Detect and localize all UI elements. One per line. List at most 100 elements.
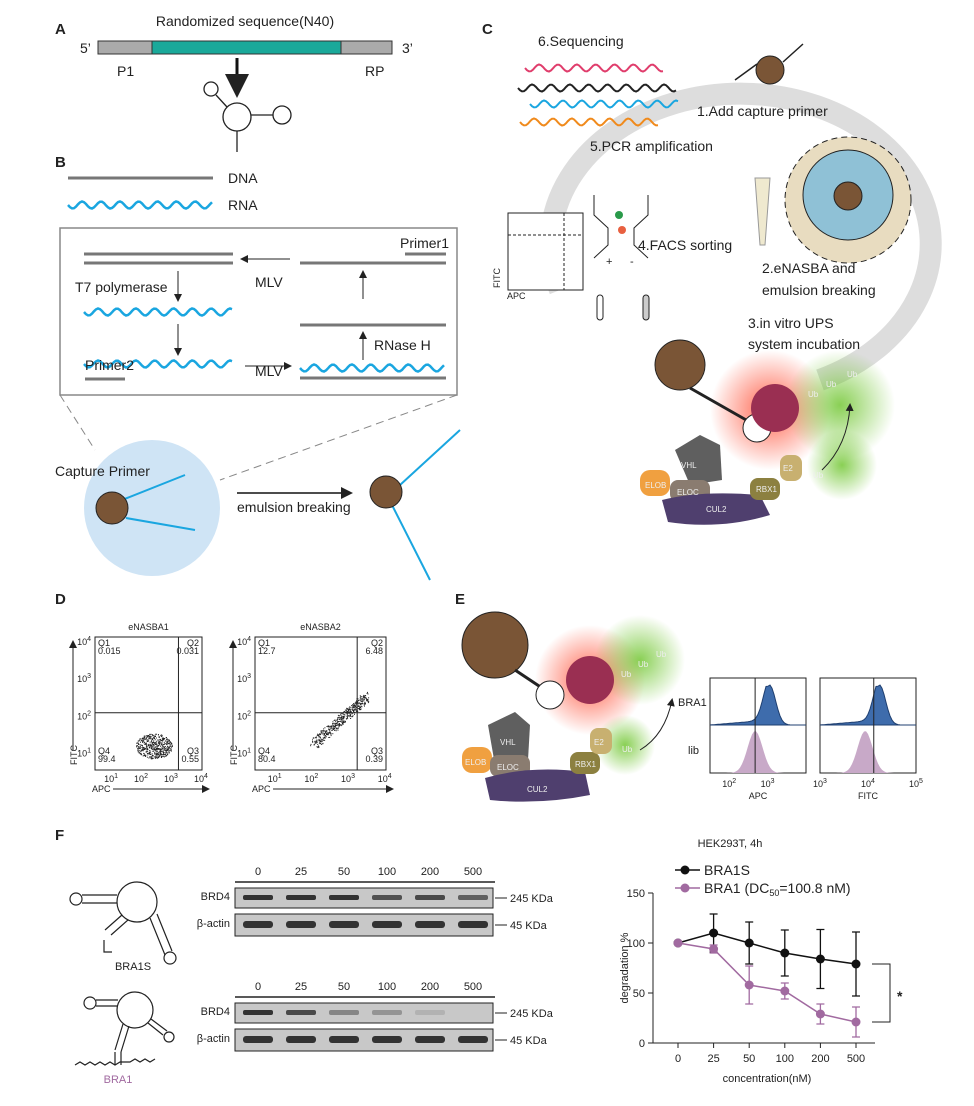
facs-event-dot <box>153 736 155 737</box>
facs-event-dot <box>143 742 145 744</box>
facs-event-dot <box>349 714 351 716</box>
facs-event-dot <box>362 700 364 702</box>
facs-event-dot <box>138 746 140 748</box>
facs-event-dot <box>344 714 346 716</box>
facs-event-dot <box>358 702 360 704</box>
facs-event-dot <box>337 721 339 723</box>
capture-primer-label: Capture Primer <box>55 463 150 479</box>
facs-event-dot <box>323 733 325 735</box>
facs-event-dot <box>162 739 164 741</box>
facs-event-dot <box>143 754 145 756</box>
facs-event-dot <box>336 720 338 722</box>
facs-event-dot <box>325 736 327 738</box>
fitc-axis-label: FITC <box>858 791 878 801</box>
facs-event-dot <box>319 733 321 735</box>
facs-event-dot <box>349 709 351 711</box>
facs-event-dot <box>365 697 367 699</box>
facs-event-dot <box>145 747 147 749</box>
brd4-band <box>243 1010 273 1015</box>
facs-event-dot <box>326 726 328 727</box>
facs-event-dot <box>356 707 358 709</box>
t7-polymerase-label: T7 polymerase <box>75 279 168 295</box>
facs-event-dot <box>348 712 350 714</box>
facs-event-dot <box>161 737 163 739</box>
panel-label-a: A <box>55 21 66 38</box>
facs-event-dot <box>353 703 355 705</box>
facs-event-dot <box>336 719 338 720</box>
facs-event-dot <box>367 698 369 700</box>
facs-event-dot <box>323 728 325 730</box>
facs-event-dot <box>154 738 156 739</box>
facs-event-dot <box>144 741 145 743</box>
tick-base: 10 <box>237 674 247 684</box>
x-tick-label: 101 <box>268 773 282 784</box>
facs-event-dot <box>155 741 157 743</box>
bead-icon <box>833 181 863 211</box>
facs-event-dot <box>343 721 345 723</box>
brd4-band <box>243 895 273 900</box>
facs-event-dot <box>330 733 332 735</box>
facs-event-dot <box>354 709 356 711</box>
sequence-read <box>524 63 664 73</box>
p1-segment <box>97 40 153 55</box>
facs-event-dot <box>151 758 153 760</box>
facs-event-dot <box>154 753 156 755</box>
facs-event-dot <box>320 738 322 740</box>
facs-event-dot <box>146 741 148 742</box>
actin-band <box>329 921 359 928</box>
facs-event-dot <box>333 722 335 724</box>
facs-event-dot <box>169 750 170 752</box>
facs-event-dot <box>144 748 146 750</box>
facs-event-dot <box>347 708 349 710</box>
facs-event-dot <box>148 737 150 739</box>
facs-event-dot <box>168 740 170 741</box>
facs-event-dot <box>167 747 169 749</box>
significance-marker: * <box>897 988 903 1004</box>
facs-event-dot <box>358 706 360 707</box>
facs-plot-title: eNASBA2 <box>300 622 341 632</box>
facs-event-dot <box>141 744 142 746</box>
facs-event-dot <box>346 707 348 709</box>
facs-event-dot <box>357 702 359 704</box>
rna-label: RNA <box>228 197 258 213</box>
zoom-dash-right <box>219 394 458 481</box>
facs-event-dot <box>360 705 362 707</box>
facs-event-dot <box>341 713 343 715</box>
facs-event-dot <box>140 749 142 751</box>
facs-event-dot <box>145 751 147 753</box>
facs-event-dot <box>166 742 167 744</box>
emulsion-breaking-label: emulsion breaking <box>237 499 351 515</box>
facs-event-dot <box>333 727 335 729</box>
x-tick-label: 0 <box>675 1053 681 1065</box>
data-point <box>709 944 719 954</box>
ub-label: Ub <box>826 380 837 389</box>
facs-event-dot <box>167 740 169 742</box>
facs-event-dot <box>150 735 152 737</box>
facs-event-dot <box>143 753 145 755</box>
facs-event-dot <box>155 756 157 758</box>
facs-event-dot <box>142 741 144 743</box>
facs-event-dot <box>156 740 158 742</box>
facs-event-dot <box>334 729 336 731</box>
facs-event-dot <box>339 719 341 720</box>
x-tick-label: 104 <box>861 778 875 789</box>
facs-event-dot <box>152 758 154 759</box>
facs-event-dot <box>339 724 340 726</box>
facs-event-dot <box>159 754 160 756</box>
facs-event-dot <box>322 731 324 733</box>
facs-event-dot <box>151 742 153 744</box>
ub-label: Ub <box>621 670 632 679</box>
facs-event-dot <box>355 702 357 704</box>
tick-exp: 2 <box>87 710 91 717</box>
facs-event-dot <box>330 726 332 728</box>
facs-event-dot <box>334 719 336 721</box>
x-tick-label: 103 <box>164 773 178 784</box>
facs-event-dot <box>154 757 156 759</box>
facs-event-dot <box>170 750 172 752</box>
facs-event-dot <box>320 732 322 734</box>
facs-event-dot <box>171 747 173 749</box>
facs-event-dot <box>348 715 350 717</box>
facs-event-dot <box>323 735 325 737</box>
facs-event-dot <box>159 742 161 744</box>
facs-event-dot <box>153 740 155 742</box>
